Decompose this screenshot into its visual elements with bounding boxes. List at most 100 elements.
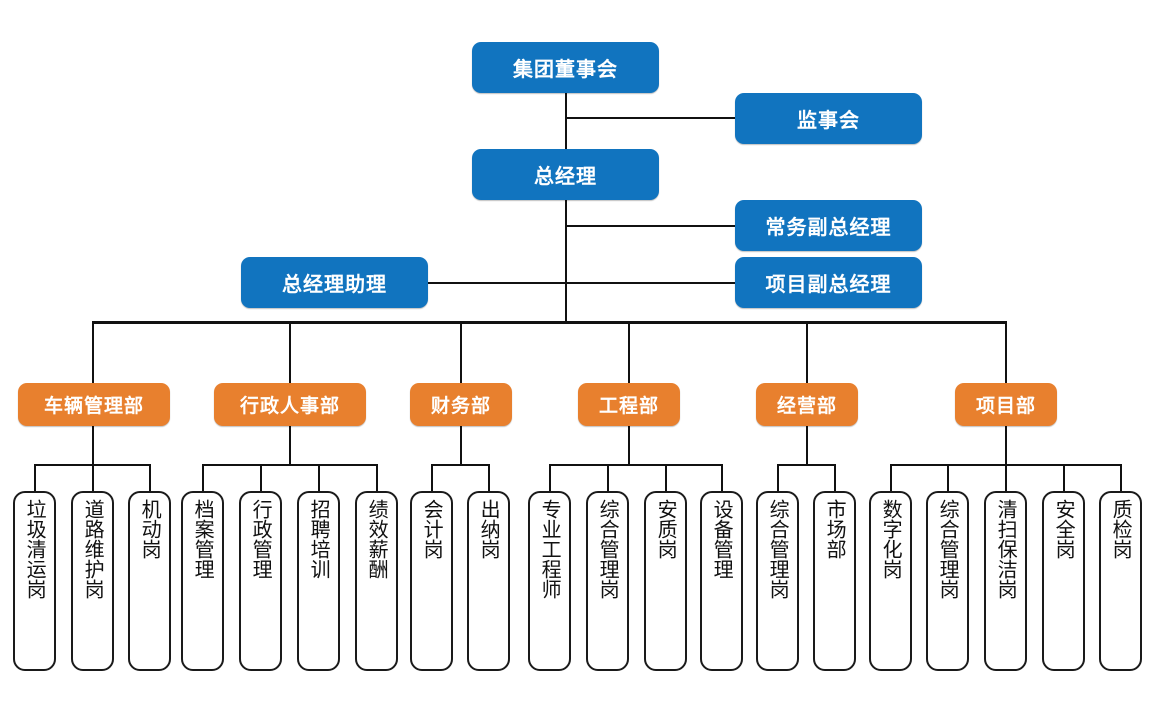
node-position[interactable]: 绩效薪酬 — [355, 491, 398, 671]
node-general-manager[interactable]: 总经理 — [472, 149, 659, 200]
connector-gm-to-project-deputy — [565, 282, 735, 284]
node-position[interactable]: 档案管理 — [181, 491, 224, 671]
node-position[interactable]: 清扫保洁岗 — [984, 491, 1027, 671]
node-department-engineering[interactable]: 工程部 — [578, 383, 680, 426]
node-board[interactable]: 集团董事会 — [472, 42, 659, 93]
connector-dept2-child4 — [376, 464, 378, 491]
connector-dept4-bar — [549, 464, 723, 466]
node-position[interactable]: 设备管理 — [700, 491, 743, 671]
node-position-label: 垃圾清运岗 — [23, 499, 48, 599]
node-department-label: 项目部 — [975, 396, 1036, 417]
connector-dept5-bar — [777, 464, 836, 466]
connector-dept6-child3 — [1005, 464, 1007, 491]
node-executive-deputy-gm-label: 常务副总经理 — [765, 217, 892, 239]
node-position-label: 绩效薪酬 — [365, 499, 390, 579]
node-position-label: 机动岗 — [138, 499, 163, 559]
connector-dept6-child4 — [1063, 464, 1065, 491]
node-gm-assistant[interactable]: 总经理助理 — [241, 257, 428, 308]
node-position[interactable]: 会计岗 — [410, 491, 453, 671]
node-position[interactable]: 安质岗 — [644, 491, 687, 671]
node-position[interactable]: 机动岗 — [128, 491, 171, 671]
connector-bus-to-dept-3 — [460, 321, 462, 383]
node-position-label: 市场部 — [823, 499, 848, 559]
connector-dept2-child3 — [318, 464, 320, 491]
connector-dept4-child3 — [665, 464, 667, 491]
node-position[interactable]: 行政管理 — [239, 491, 282, 671]
node-position-label: 招聘培训 — [307, 499, 332, 579]
node-board-label: 集团董事会 — [513, 59, 618, 81]
node-position[interactable]: 专业工程师 — [528, 491, 571, 671]
node-department-project[interactable]: 项目部 — [955, 383, 1057, 426]
node-department-label: 车辆管理部 — [43, 396, 144, 417]
connector-bus-to-dept-2 — [289, 321, 291, 383]
node-position-label: 出纳岗 — [477, 499, 502, 559]
connector-dept3-bar — [431, 464, 490, 466]
connector-gm-trunk — [565, 200, 567, 322]
node-position[interactable]: 市场部 — [813, 491, 856, 671]
connector-dept6-stem — [1005, 425, 1007, 465]
node-position-label: 清扫保洁岗 — [994, 499, 1019, 599]
node-position-label: 质检岗 — [1109, 499, 1134, 559]
node-position[interactable]: 数字化岗 — [869, 491, 912, 671]
node-department-admin-hr[interactable]: 行政人事部 — [214, 383, 366, 426]
connector-dept2-child1 — [202, 464, 204, 491]
connector-dept1-stem — [92, 425, 94, 465]
node-position-label: 档案管理 — [191, 499, 216, 579]
node-department-label: 经营部 — [776, 396, 837, 417]
node-department-vehicle-management[interactable]: 车辆管理部 — [18, 383, 170, 426]
node-position-label: 安全岗 — [1052, 499, 1077, 559]
connector-dept4-child1 — [549, 464, 551, 491]
connector-dept1-child2 — [92, 464, 94, 491]
node-position-label: 综合管理岗 — [596, 499, 621, 599]
node-position[interactable]: 质检岗 — [1099, 491, 1142, 671]
node-position[interactable]: 综合管理岗 — [586, 491, 629, 671]
node-position[interactable]: 综合管理岗 — [926, 491, 969, 671]
connector-bus-to-dept-4 — [628, 321, 630, 383]
connector-dept1-child3 — [149, 464, 151, 491]
connector-dept2-stem — [289, 425, 291, 465]
connector-dept5-stem — [806, 425, 808, 465]
node-position-label: 数字化岗 — [879, 499, 904, 579]
node-position[interactable]: 安全岗 — [1042, 491, 1085, 671]
node-position[interactable]: 道路维护岗 — [71, 491, 114, 671]
node-department-finance[interactable]: 财务部 — [410, 383, 512, 426]
connector-dept3-child1 — [431, 464, 433, 491]
connector-gm-to-exec-deputy — [565, 225, 735, 227]
node-position[interactable]: 出纳岗 — [467, 491, 510, 671]
node-position-label: 综合管理岗 — [936, 499, 961, 599]
node-position[interactable]: 综合管理岗 — [756, 491, 799, 671]
node-gm-assistant-label: 总经理助理 — [282, 274, 387, 296]
node-position-label: 专业工程师 — [538, 499, 563, 599]
connector-dept2-bar — [202, 464, 378, 466]
node-position-label: 道路维护岗 — [81, 499, 106, 599]
node-project-deputy-gm[interactable]: 项目副总经理 — [735, 257, 922, 308]
connector-dept5-child2 — [834, 464, 836, 491]
connector-dept4-child4 — [721, 464, 723, 491]
connector-dept3-child2 — [488, 464, 490, 491]
node-executive-deputy-gm[interactable]: 常务副总经理 — [735, 200, 922, 251]
node-position-label: 综合管理岗 — [766, 499, 791, 599]
connector-bus-to-dept-6 — [1005, 321, 1007, 383]
node-position[interactable]: 招聘培训 — [297, 491, 340, 671]
connector-gm-to-assistant — [428, 282, 567, 284]
node-supervisory-board[interactable]: 监事会 — [735, 93, 922, 144]
connector-dept6-child5 — [1120, 464, 1122, 491]
connector-dept4-child2 — [607, 464, 609, 491]
connector-dept5-child1 — [777, 464, 779, 491]
node-department-label: 财务部 — [430, 396, 491, 417]
node-position-label: 行政管理 — [249, 499, 274, 579]
connector-board-to-gm — [565, 92, 567, 149]
connector-board-to-supervisory — [565, 117, 735, 119]
node-department-label: 行政人事部 — [239, 396, 340, 417]
connector-dept3-stem — [460, 425, 462, 465]
node-project-deputy-gm-label: 项目副总经理 — [765, 274, 892, 296]
connector-dept1-child1 — [34, 464, 36, 491]
node-department-label: 工程部 — [598, 396, 659, 417]
node-position-label: 设备管理 — [710, 499, 735, 579]
node-supervisory-board-label: 监事会 — [797, 110, 860, 132]
connector-bus-to-dept-1 — [92, 321, 94, 383]
node-position[interactable]: 垃圾清运岗 — [13, 491, 56, 671]
node-position-label: 会计岗 — [420, 499, 445, 559]
node-department-operations[interactable]: 经营部 — [756, 383, 858, 426]
